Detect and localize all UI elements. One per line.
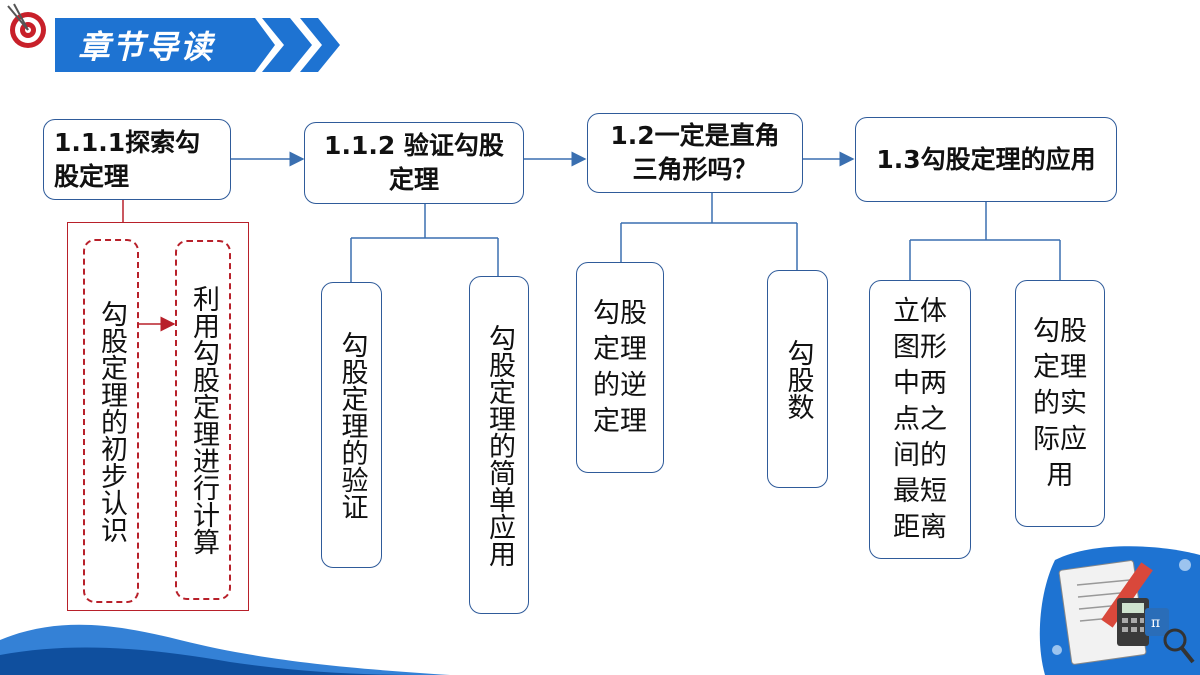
subtopic-box-2b: 勾股定理的简单应用 — [469, 276, 529, 614]
subtopic-label-2a: 勾股定理的验证 — [336, 330, 368, 520]
subtopic-box-1a: 勾股定理的初步认识 — [83, 239, 139, 603]
header-decoration — [7, 3, 340, 72]
calculator-icon — [1117, 598, 1149, 646]
ruler-icon — [1101, 562, 1153, 628]
section-box-2: 1.1.2 验证勾股定理 — [304, 122, 524, 204]
section-label-1: 1.1.1探索勾股定理 — [54, 127, 201, 191]
section-label-3: 1.2一定是直角三角形吗？ — [610, 121, 780, 184]
subtopic-label-1b: 利用勾股定理进行计算 — [188, 285, 219, 555]
subtopic-label-2b: 勾股定理的简单应用 — [484, 323, 515, 567]
subtopic-box-3a: 勾股定理的逆定理 — [576, 262, 664, 473]
subtopic-box-4b: 勾股定理的实际应用 — [1015, 280, 1105, 527]
pi-mug-icon: π — [1145, 608, 1195, 664]
section-box-3: 1.2一定是直角三角形吗？ — [587, 113, 803, 193]
page-title: 章节导读 — [78, 28, 215, 66]
subtopic-box-4a: 立体图形中两点之间的最短距离 — [869, 280, 971, 559]
subtopic-label-1a: 勾股定理的初步认识 — [96, 299, 127, 543]
subtopic-box-1b: 利用勾股定理进行计算 — [175, 240, 231, 600]
section-label-4: 1.3勾股定理的应用 — [876, 144, 1096, 174]
subtopic-label-4a: 立体图形中两点之间的最短距离 — [893, 295, 947, 543]
subtopic-label-3b: 勾股数 — [782, 338, 814, 420]
section-box-1: 1.1.1探索勾股定理 — [43, 119, 231, 200]
group-frame-1 — [67, 222, 249, 611]
svg-text:π: π — [1151, 615, 1160, 631]
subtopic-label-4b: 勾股定理的实际应用 — [1033, 315, 1087, 491]
subtopic-box-2a: 勾股定理的验证 — [321, 282, 382, 568]
subtopic-label-3a: 勾股定理的逆定理 — [593, 297, 647, 437]
section-label-2: 1.1.2 验证勾股定理 — [324, 131, 504, 194]
subtopic-box-3b: 勾股数 — [767, 270, 828, 488]
target-icon — [7, 3, 46, 48]
math-illustration: π — [1039, 546, 1200, 675]
section-box-4: 1.3勾股定理的应用 — [855, 117, 1117, 202]
